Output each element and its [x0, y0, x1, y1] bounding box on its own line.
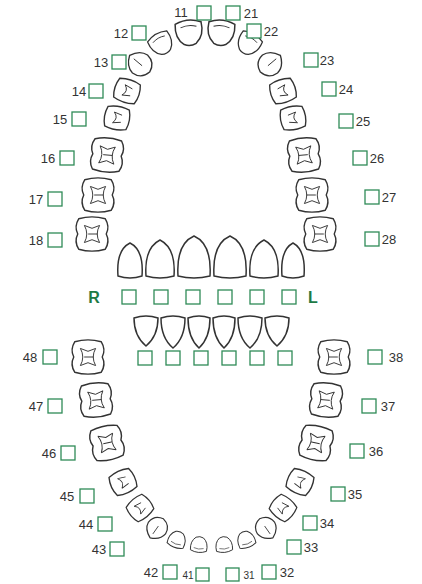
- tooth-number: 15: [53, 113, 67, 126]
- tooth-number: 28: [382, 233, 396, 246]
- tooth-number: 17: [29, 193, 43, 206]
- tooth-number: 12: [114, 27, 128, 40]
- tooth-number: 34: [320, 517, 334, 530]
- tooth-number: 13: [94, 56, 108, 69]
- side-label: R: [88, 290, 100, 306]
- tooth-number: 41: [182, 571, 193, 581]
- tooth-number: 45: [60, 490, 74, 503]
- tooth-number: 42: [144, 566, 158, 579]
- tooth-number: 47: [29, 400, 43, 413]
- tooth-number: 23: [320, 54, 334, 67]
- tooth-number: 14: [72, 85, 86, 98]
- tooth-number: 18: [29, 234, 43, 247]
- checkbox: [43, 6, 382, 581]
- tooth-number: 24: [339, 83, 353, 96]
- tooth-number: 33: [304, 541, 318, 554]
- tooth-number: 43: [92, 543, 106, 556]
- tooth-number: 35: [348, 488, 362, 501]
- tooth-number: 44: [79, 518, 93, 531]
- tooth-number: 31: [243, 571, 254, 581]
- tooth-number: 16: [41, 152, 55, 165]
- tooth-number: 48: [23, 351, 37, 364]
- tooth-number: 27: [382, 191, 396, 204]
- tooth-number: 38: [389, 351, 403, 364]
- tooth-number: 26: [370, 152, 384, 165]
- tooth-number: 36: [369, 445, 383, 458]
- tooth-number: 25: [356, 115, 370, 128]
- tooth-number: 37: [381, 400, 395, 413]
- tooth-number: 32: [280, 566, 294, 579]
- side-label: L: [308, 290, 318, 306]
- tooth-number: 46: [42, 447, 56, 460]
- tooth-number: 22: [264, 25, 278, 38]
- tooth-number: 11: [174, 6, 188, 19]
- tooth-number: 21: [244, 7, 258, 20]
